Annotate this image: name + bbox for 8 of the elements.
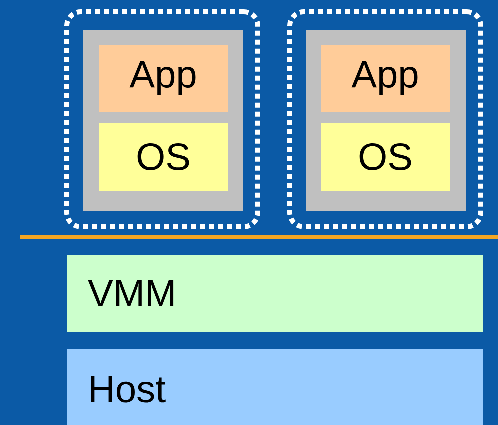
- host-box: Host: [67, 348, 483, 425]
- virtual-machine-frame: [64, 10, 260, 230]
- virtual-machine-frame: [288, 10, 484, 230]
- os-box: OS: [99, 123, 228, 191]
- app-box: App: [99, 45, 228, 112]
- vmm-box: VMM: [67, 255, 483, 332]
- os-box: OS: [321, 123, 450, 191]
- app-box: App: [321, 45, 450, 112]
